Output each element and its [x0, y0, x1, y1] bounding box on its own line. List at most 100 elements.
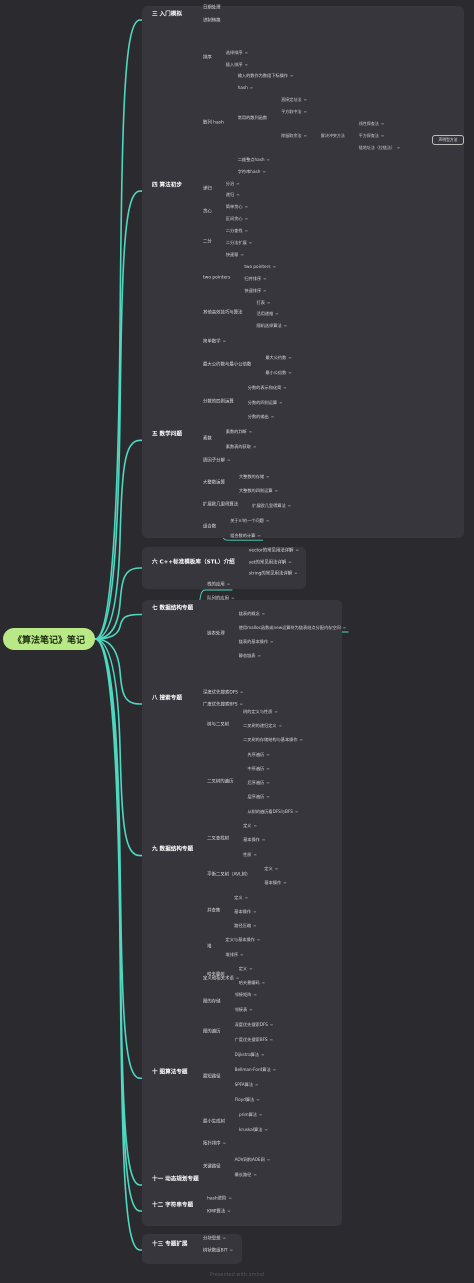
subtopic[interactable]: 关键路径	[203, 1164, 221, 1171]
subtopic[interactable]: two pointers	[203, 276, 230, 282]
subtopic[interactable]: 定义和相关术语≡	[203, 976, 239, 984]
note-icon[interactable]: ≡	[287, 502, 292, 508]
note-icon[interactable]: ≡	[222, 338, 226, 344]
note-icon[interactable]: ≡	[253, 908, 257, 914]
note-icon[interactable]: ≡	[303, 109, 307, 115]
subtopic[interactable]: 基本操作≡	[264, 880, 287, 887]
section-topic[interactable]: 八 搜索专题	[152, 695, 182, 704]
note-icon[interactable]: ≡	[248, 428, 253, 434]
subtopic[interactable]: 分块思想≡	[203, 1236, 226, 1243]
subtopic[interactable]: 组合数的计算≡	[230, 533, 261, 539]
subtopic[interactable]: 链地址法（拉链法）≡	[359, 144, 401, 152]
note-icon[interactable]: ≡	[240, 251, 244, 257]
subtopic[interactable]: 大整数的存储≡	[239, 474, 270, 480]
subtopic[interactable]: 基本操作≡	[243, 838, 265, 844]
subtopic[interactable]: 其他高效技巧与算法	[203, 311, 243, 318]
section-topic[interactable]: 十二 字符串专题	[152, 1202, 193, 1211]
note-icon[interactable]: ≡	[253, 991, 257, 997]
subtopic[interactable]: 输入的数作为数组下标操作≡	[238, 74, 294, 80]
subtopic[interactable]: 二叉树的存储结构与基本操作≡	[243, 737, 303, 744]
subtopic[interactable]: 分数的输出≡	[248, 414, 275, 421]
subtopic[interactable]: 哈夫曼树	[207, 973, 225, 980]
section-topic[interactable]: 九 数据结构专题	[152, 847, 193, 855]
note-icon[interactable]: ≡	[396, 144, 401, 150]
subtopic[interactable]: 排序	[203, 55, 212, 62]
subtopic[interactable]: 层序遍历≡	[247, 795, 269, 801]
subtopic[interactable]: 最小公倍数≡	[265, 369, 292, 377]
note-icon[interactable]: ≡	[229, 1247, 233, 1253]
subtopic[interactable]: 简单贪心≡	[226, 205, 248, 211]
subtopic[interactable]: 堆排序≡	[226, 952, 244, 959]
subtopic[interactable]: 链表的概念≡	[239, 611, 265, 617]
note-icon[interactable]: ≡	[274, 865, 279, 871]
note-icon[interactable]: ≡	[244, 227, 248, 233]
subtopic[interactable]: 快速排序≡	[244, 288, 266, 294]
subtopic[interactable]: 扩展欧几里得算法	[203, 503, 238, 510]
note-icon[interactable]: ≡	[278, 722, 282, 728]
subtopic[interactable]: 简单数学≡	[203, 338, 226, 347]
note-icon[interactable]: ≡	[244, 216, 248, 222]
note-icon[interactable]: ≡	[256, 937, 261, 943]
subtopic[interactable]: 最大公约数与最小公倍数	[203, 362, 251, 369]
note-icon[interactable]: ≡	[294, 570, 298, 576]
note-icon[interactable]: ≡	[272, 263, 276, 269]
subtopic[interactable]: 插入排序≡	[226, 62, 248, 68]
subtopic[interactable]: vector的常见用法详解≡	[249, 548, 299, 555]
note-icon[interactable]: ≡	[244, 204, 248, 210]
note-icon[interactable]: ≡	[248, 239, 253, 245]
note-icon[interactable]: ≡	[266, 473, 270, 479]
note-icon[interactable]: ≡	[266, 1156, 271, 1162]
note-icon[interactable]: ≡	[269, 1021, 274, 1027]
note-icon[interactable]: ≡	[222, 1235, 226, 1241]
subtopic[interactable]: 平衡二叉树（AVL树）	[207, 873, 250, 880]
note-icon[interactable]: ≡	[274, 708, 278, 714]
note-icon[interactable]: ≡	[295, 547, 299, 553]
note-icon[interactable]: ≡	[226, 581, 231, 587]
subtopic[interactable]: 区间贪心≡	[226, 216, 248, 223]
note-icon[interactable]: ≡	[275, 311, 279, 317]
subtopic[interactable]: two pointers≡	[244, 263, 276, 271]
note-icon[interactable]: ≡	[228, 1195, 232, 1201]
subtopic[interactable]: 日期处理	[203, 6, 221, 12]
note-icon[interactable]: ≡	[258, 1111, 263, 1117]
subtopic[interactable]: 树与二叉树	[207, 723, 229, 730]
subtopic[interactable]: 最大公约数≡	[265, 354, 292, 362]
note-icon[interactable]: ≡	[253, 851, 257, 857]
summary-label[interactable]: 声明型方法	[432, 135, 464, 146]
section-topic[interactable]: 五 数学问题	[152, 431, 182, 440]
note-icon[interactable]: ≡	[266, 765, 270, 771]
subtopic[interactable]: Bellman-Ford算法≡	[235, 1067, 276, 1074]
note-icon[interactable]: ≡	[288, 354, 292, 360]
note-icon[interactable]: ≡	[283, 323, 288, 329]
subtopic[interactable]: 二分	[203, 240, 212, 247]
note-icon[interactable]: ≡	[253, 922, 257, 928]
subtopic[interactable]: 定义≡	[234, 895, 248, 901]
subtopic[interactable]: 先序遍历≡	[247, 752, 269, 758]
note-icon[interactable]: ≡	[263, 287, 267, 293]
note-icon[interactable]: ≡	[261, 1051, 265, 1057]
note-icon[interactable]: ≡	[249, 85, 254, 91]
note-icon[interactable]: ≡	[283, 880, 287, 886]
note-icon[interactable]: ≡	[294, 808, 299, 814]
note-icon[interactable]: ≡	[261, 837, 266, 843]
subtopic[interactable]: kruskal算法≡	[239, 1127, 268, 1134]
subtopic[interactable]: 并查集	[207, 909, 220, 915]
note-icon[interactable]: ≡	[270, 414, 275, 420]
subtopic[interactable]: KMP算法≡	[207, 1209, 230, 1216]
note-icon[interactable]: ≡	[239, 689, 244, 695]
note-icon[interactable]: ≡	[288, 369, 292, 375]
section-topic[interactable]: 三 入门模拟	[152, 11, 182, 20]
note-icon[interactable]: ≡	[253, 822, 257, 828]
subtopic[interactable]: 链表的基本操作≡	[239, 639, 274, 645]
subtopic[interactable]: 定义与基本操作≡	[226, 938, 261, 944]
subtopic[interactable]: 广度优先搜索BFS≡	[203, 702, 243, 709]
note-icon[interactable]: ≡	[252, 443, 257, 449]
subtopic[interactable]: 字符串hash≡	[238, 169, 266, 175]
subtopic[interactable]: 进制转换	[203, 19, 221, 26]
subtopic[interactable]: 随机选择算法≡	[257, 324, 288, 330]
subtopic[interactable]: SPFA算法≡	[235, 1081, 259, 1089]
note-icon[interactable]: ≡	[255, 1081, 259, 1087]
note-icon[interactable]: ≡	[222, 1140, 226, 1146]
note-icon[interactable]: ≡	[256, 1096, 260, 1102]
subtopic[interactable]: 打表≡	[257, 300, 271, 306]
